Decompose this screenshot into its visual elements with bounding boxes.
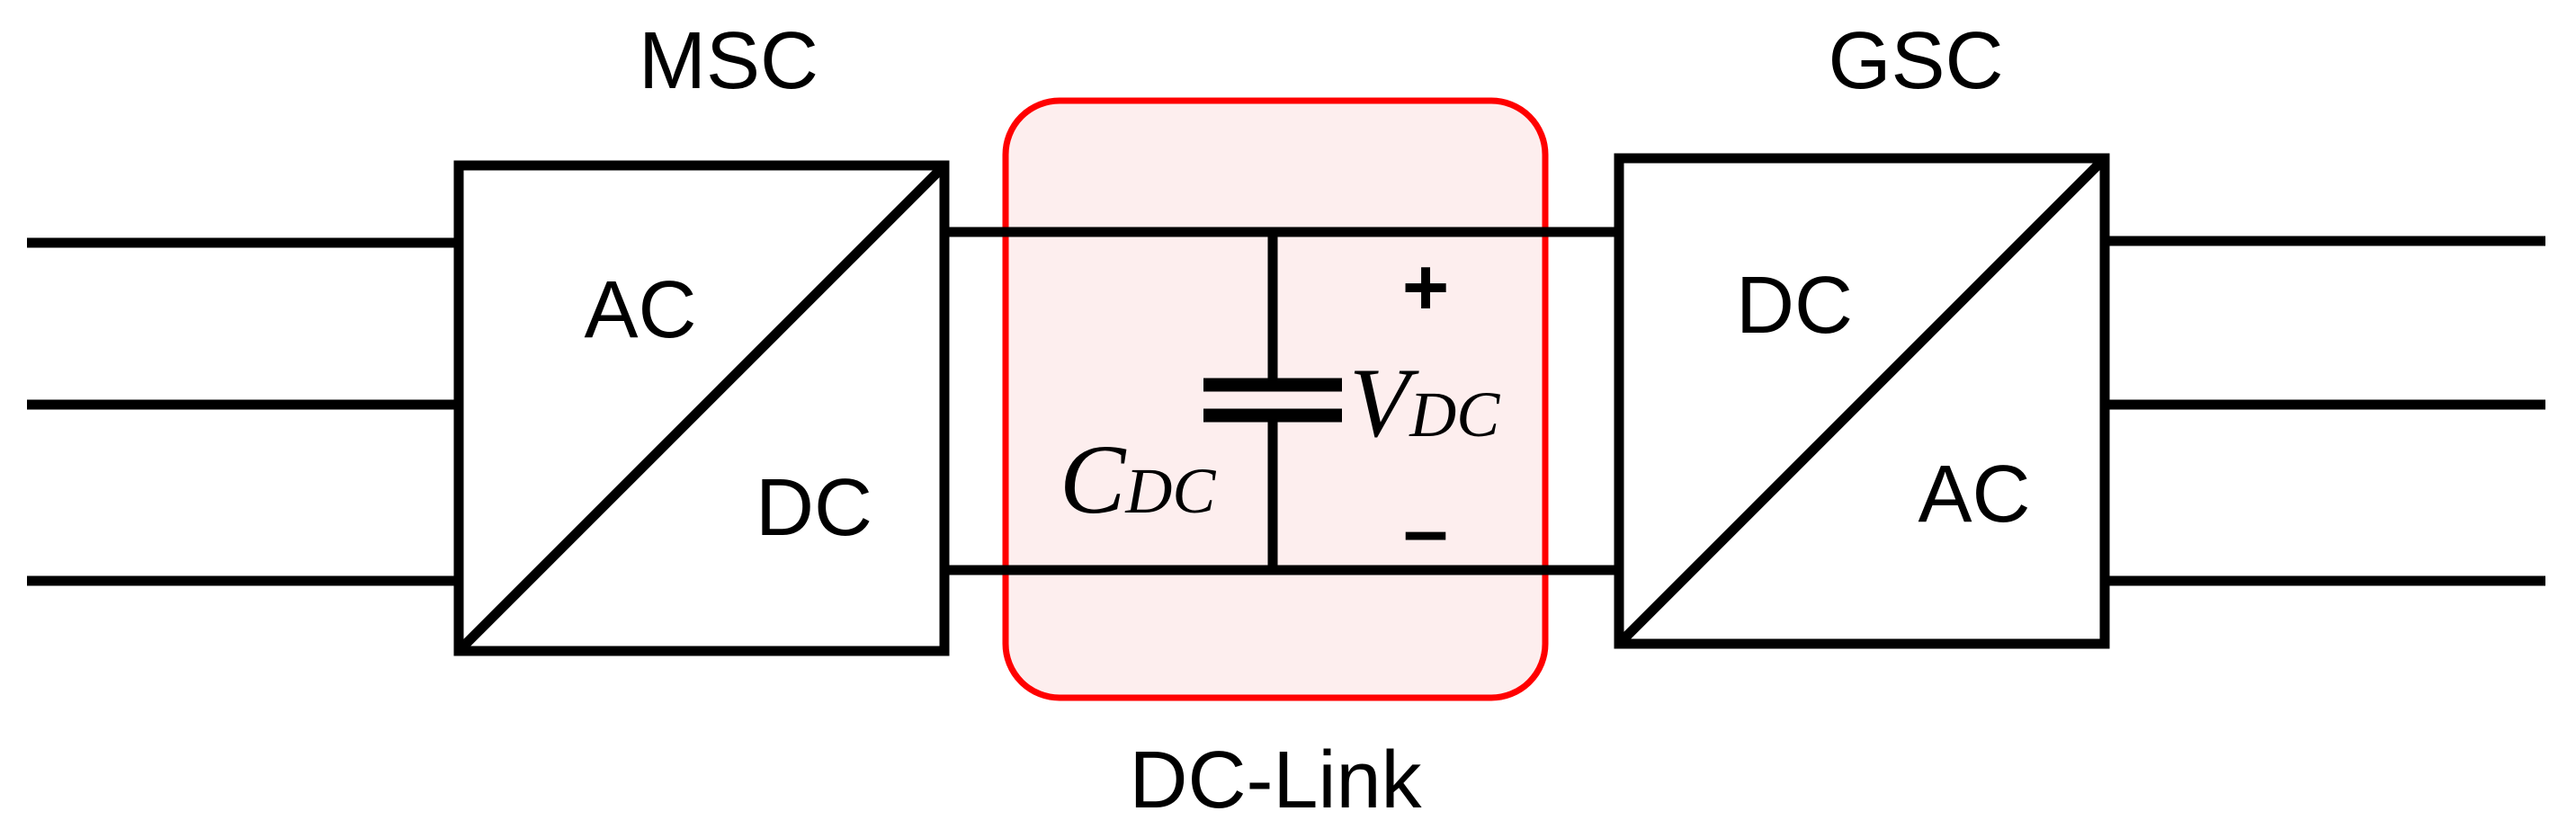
dc-bus (944, 227, 1619, 575)
gsc-title: GSC (1828, 16, 2003, 106)
voltage-label: VDC (1349, 348, 1500, 458)
gsc-converter: DC AC (1614, 153, 2110, 649)
voltage-label-subscript: DC (1409, 379, 1500, 450)
polarity-plus: + (1402, 243, 1450, 333)
gsc-ac-label: AC (1918, 450, 2030, 539)
polarity-minus: – (1403, 486, 1448, 575)
msc-diagonal (455, 162, 948, 655)
ac-output-lines (2105, 236, 2545, 586)
msc-ac-label: AC (584, 265, 696, 355)
dc-link-region (1002, 97, 1549, 701)
dc-link-capacitor (1203, 232, 1342, 570)
gsc-diagonal (1615, 155, 2108, 647)
msc-box (453, 160, 950, 656)
voltage-label-main: V (1349, 348, 1419, 458)
dc-link-caption: DC-Link (1129, 735, 1422, 825)
gsc-dc-label: DC (1736, 261, 1853, 351)
msc-title: MSC (639, 16, 818, 106)
capacitor-label-main: C (1060, 424, 1127, 534)
msc-dc-label: DC (756, 463, 872, 553)
ac-input-lines (27, 237, 459, 586)
msc-converter: AC DC (453, 160, 950, 656)
capacitor-label-subscript: DC (1124, 455, 1216, 527)
capacitor-label: CDC (1060, 424, 1216, 534)
